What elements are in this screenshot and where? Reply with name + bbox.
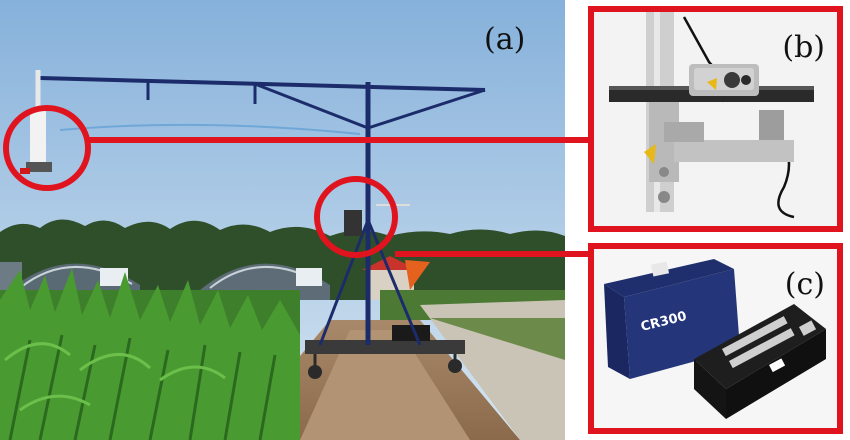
datalogger-device xyxy=(694,304,826,419)
panel-b-label: (b) xyxy=(782,30,825,65)
cart xyxy=(305,325,465,379)
field-photo-panel: (a) xyxy=(0,0,565,440)
panel-a-label: (a) xyxy=(484,22,526,57)
datalogger-panel: CR300 (c) xyxy=(588,243,843,434)
sensor-closeup-panel: (b) xyxy=(588,6,843,232)
sensor-head xyxy=(689,64,759,96)
datalogger-scene: CR300 xyxy=(594,249,837,428)
mounting-bracket xyxy=(644,102,794,203)
field-scene xyxy=(0,0,565,440)
panel-c-label: (c) xyxy=(784,267,825,302)
sensor-scene xyxy=(594,12,837,226)
tree-line xyxy=(0,219,565,300)
corn-crop xyxy=(0,268,300,440)
